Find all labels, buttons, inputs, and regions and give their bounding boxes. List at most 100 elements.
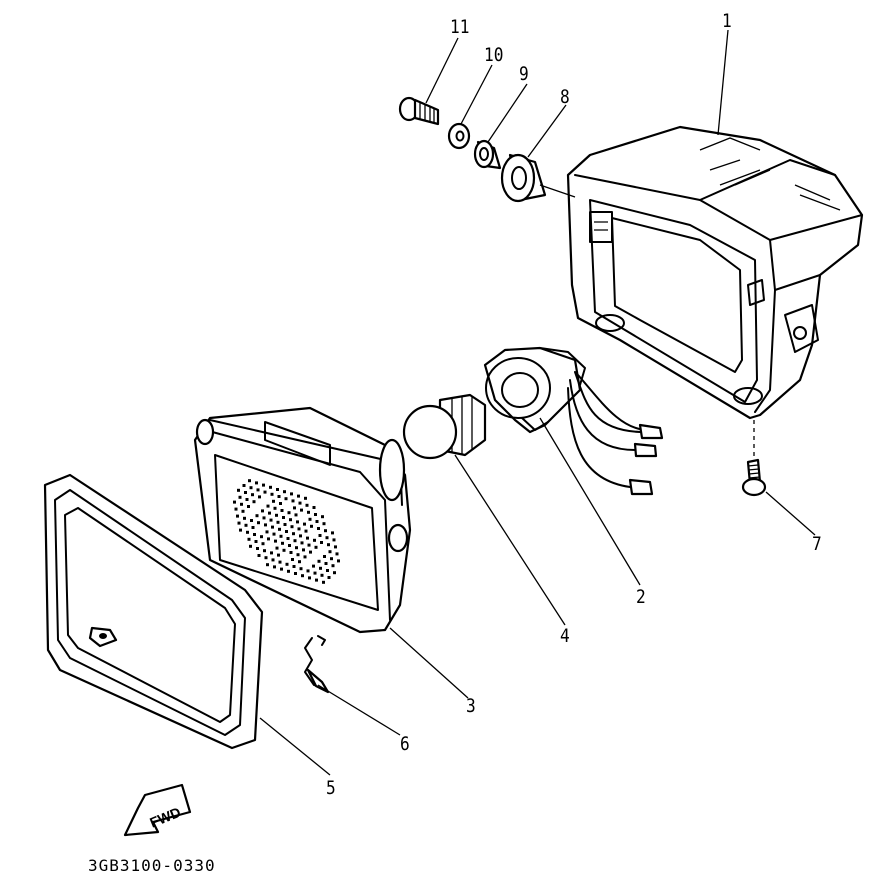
lens-dot [244,523,248,527]
headlight-housing [566,125,864,420]
lens-dot [296,553,300,557]
lens-dot [276,488,279,491]
lens-dot [317,527,320,530]
lens-dot [288,544,291,547]
lens-dot [255,481,258,485]
lens-dot [308,517,312,521]
lens-dot [263,549,266,553]
callout-10: 10 [484,44,504,66]
lens-dot [273,565,276,569]
lens-dot [278,560,282,564]
lens-dot [312,506,316,509]
lens-dot [255,514,259,518]
headlight-bulb [402,393,487,460]
lens-dot [253,533,256,536]
lens-dot [319,566,322,570]
lens-dot [290,525,294,529]
lens-dot [322,522,326,526]
lens-dot [241,509,245,513]
lens-dot [264,523,267,527]
lens-dot [323,555,326,558]
lens-dot [266,504,270,508]
collar-9 [473,139,502,170]
lens-dot [327,543,330,547]
lens-dot [272,499,275,503]
lens-dot [315,578,318,582]
callout-5: 5 [326,777,336,799]
lens-dot [306,536,309,540]
lens-dot [234,507,238,511]
lens-dot [303,555,307,559]
callout-4: 4 [560,625,570,647]
lens-dot [276,520,280,524]
lens-dot [293,506,296,510]
lens-dot [238,495,242,499]
lens-dot [298,560,301,564]
lens-dot [269,485,272,489]
lens-dot [277,553,280,557]
lens-dot [270,551,273,555]
fwd-arrow: FWD [123,783,192,837]
lens-dot [331,564,335,568]
lens-dot [297,527,301,531]
screw-11 [398,96,440,126]
lens-dot [308,576,311,580]
washer-10 [447,122,471,150]
lens-dot [300,541,304,545]
lens-dot [282,516,285,519]
lens-dot [296,520,299,524]
lens-dot [301,574,304,578]
lens-dot [289,551,293,554]
lens-dot [283,490,286,494]
lens-dot [260,535,263,539]
lens-dot [254,540,258,543]
lens-dot [324,529,327,533]
socket-wires [567,371,664,496]
lens-dot [290,492,293,496]
lens-dot [287,511,291,515]
lens-dot [293,539,297,543]
lens-dot [283,523,287,526]
lens-dot [247,505,250,508]
callout-3: 3 [466,695,476,717]
lens-dot [237,488,240,492]
lens-dot [233,500,236,504]
lens-dot [306,569,310,573]
headlight-lens-unit [193,406,412,634]
lens-dot [277,495,281,498]
lens-dot [285,562,289,566]
lens-dot [300,508,303,512]
lens-dot [272,532,276,536]
lens-dot [312,564,315,568]
lens-dot [239,528,242,532]
lens-dot [265,530,269,534]
lens-dot [287,569,290,573]
lens-dot [249,544,252,548]
lens-dot [266,563,269,567]
lens-dot [279,534,283,538]
lens-dot [251,526,255,529]
lens-dot [314,545,318,549]
lens-dot [302,548,305,552]
lens-dot [273,506,277,510]
lens-dot [294,513,298,517]
lens-dot [330,557,333,561]
lens-dot [327,576,331,579]
lens-dot [257,554,261,557]
lens-dot [257,521,260,525]
lens-dot [285,530,288,533]
lens-dot [313,538,316,542]
lens-dot [334,545,337,549]
lens-dot [275,546,279,550]
lens-dot [324,562,328,565]
lens-dot [325,536,329,540]
drawing-code: 3GB3100-0330 [88,856,216,875]
lens-dot [305,503,309,507]
lens-dot [320,573,324,577]
lens-dot [286,537,290,540]
lens-dot [275,513,278,517]
lens-dot [298,501,302,505]
lens-dot [271,558,275,562]
lens-dot [337,559,340,563]
